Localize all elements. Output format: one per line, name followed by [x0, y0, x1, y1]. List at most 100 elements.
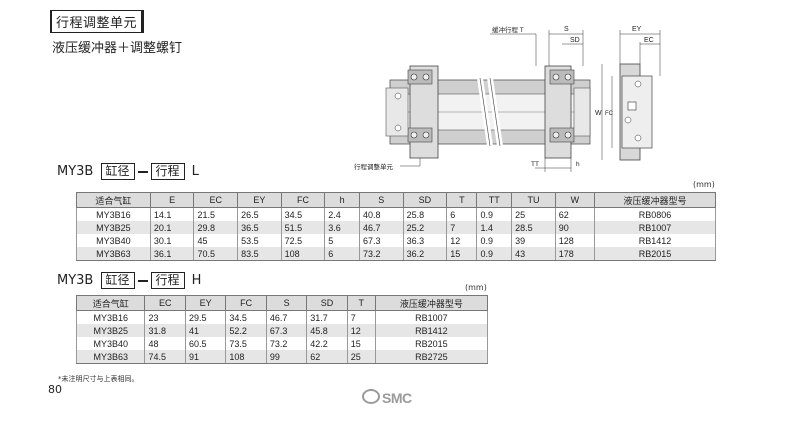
table-cell: 15: [446, 247, 478, 261]
table-cell: MY3B16: [76, 207, 151, 221]
dim-ec-label: EC: [644, 37, 654, 44]
section-subtitle: 液压缓冲器＋调整螺钉: [52, 41, 183, 56]
table-cell: 26.5: [237, 207, 282, 221]
table-cell: 30.1: [149, 234, 195, 247]
table-cell: 73.5: [225, 337, 267, 350]
table-cell: 42.2: [306, 337, 348, 350]
page-number: 80: [48, 383, 62, 396]
column-header: SD: [402, 192, 448, 208]
table-cell: 108: [280, 247, 326, 261]
table-cell: 7: [346, 310, 376, 324]
table-cell: 34.5: [225, 310, 267, 324]
table-cell: 51.5: [280, 221, 326, 234]
model-suffix: L: [191, 164, 199, 179]
table-cell: 14.1: [149, 207, 195, 221]
buffer-stroke-label: 缓冲行程 T: [492, 25, 524, 34]
stroke-adjust-unit-label: 行程调整单元: [354, 162, 394, 171]
column-header: 适合气缸: [75, 295, 146, 311]
bore-box: 缸径: [100, 163, 135, 180]
table-cell: 178: [554, 247, 595, 261]
column-header: FC: [225, 295, 267, 311]
table-cell: 36.3: [402, 234, 448, 247]
table-cell: 36.5: [237, 221, 282, 234]
column-header: S: [265, 295, 308, 311]
dim-s-label: S: [564, 26, 569, 33]
table-cell: 62: [554, 207, 595, 221]
table-cell: MY3B16: [75, 310, 146, 324]
model-code-l: MY3B 缸径行程 L: [57, 163, 199, 180]
table-cell: 6: [446, 207, 478, 221]
dim-ey-label: EY: [632, 26, 642, 33]
smc-logo-icon: [362, 389, 380, 404]
table-cell: 7: [446, 221, 478, 234]
stroke-box: 行程: [150, 272, 185, 289]
model-suffix: H: [191, 273, 202, 288]
column-header: T: [446, 192, 478, 208]
table-cell: 128: [554, 234, 595, 247]
column-header: 适合气缸: [76, 192, 151, 208]
column-header: TT: [476, 192, 513, 208]
table-cell: 83.5: [237, 247, 282, 261]
table-cell: 29.5: [184, 310, 227, 324]
table-cell: 2.4: [324, 207, 360, 221]
table-cell: 36.1: [149, 247, 195, 261]
column-header: FC: [280, 192, 326, 208]
table-cell: 40.8: [358, 207, 404, 221]
table-cell: 46.7: [265, 310, 308, 324]
unit-label-l: (mm): [693, 180, 715, 189]
table-cell: 73.2: [358, 247, 404, 261]
table-cell: MY3B63: [75, 350, 146, 364]
table-cell: 36.2: [402, 247, 448, 261]
table-cell: 1.4: [476, 221, 513, 234]
dim-sd-label: SD: [570, 37, 580, 44]
table-cell: 108: [225, 350, 267, 364]
table-cell: 12: [346, 324, 376, 337]
table-cell: 0.9: [476, 207, 513, 221]
table-cell: 53.5: [237, 234, 282, 247]
table-cell: 3.6: [324, 221, 360, 234]
column-header: T: [346, 295, 376, 311]
stroke-box: 行程: [150, 163, 185, 180]
table-cell: 39: [511, 234, 556, 247]
column-header: S: [358, 192, 404, 208]
dim-w-label: W: [595, 110, 602, 117]
table-cell: 25.8: [402, 207, 448, 221]
table-cell: MY3B40: [76, 234, 151, 247]
table-cell: 43: [511, 247, 556, 261]
column-header: h: [324, 192, 360, 208]
table-cell: 15: [346, 337, 376, 350]
column-header: EY: [237, 192, 282, 208]
smc-logo: SMC: [362, 389, 412, 406]
section-title: 行程调整单元: [50, 10, 145, 33]
table-cell: 72.5: [280, 234, 326, 247]
table-cell: 31.8: [144, 324, 186, 337]
table-cell: 23: [144, 310, 186, 324]
column-header: TU: [511, 192, 556, 208]
bore-box: 缸径: [100, 272, 135, 289]
table-cell: 21.5: [193, 207, 239, 221]
model-series: MY3B: [57, 164, 94, 179]
footnote: *未注明尺寸与上表相同。: [58, 375, 139, 383]
logo-text: SMC: [382, 390, 412, 406]
stroke-adjust-unit-drawing: 缓冲行程 T S SD EY EC W FC 行程调整单元 TT h: [354, 25, 661, 172]
table-cell: 73.2: [265, 337, 308, 350]
unit-label-h: (mm): [465, 283, 487, 292]
column-header: 液压缓冲器型号: [593, 192, 717, 208]
table-cell: 12: [446, 234, 478, 247]
table-cell: 60.5: [184, 337, 227, 350]
table-cell: 28.5: [511, 221, 556, 234]
table-cell: RB1007: [593, 221, 717, 234]
table-cell: 70.5: [193, 247, 239, 261]
table-cell: 90: [554, 221, 595, 234]
table-cell: RB2015: [374, 337, 489, 350]
table-cell: 6: [324, 247, 360, 261]
table-cell: RB0806: [593, 207, 717, 221]
table-cell: 99: [265, 350, 308, 364]
